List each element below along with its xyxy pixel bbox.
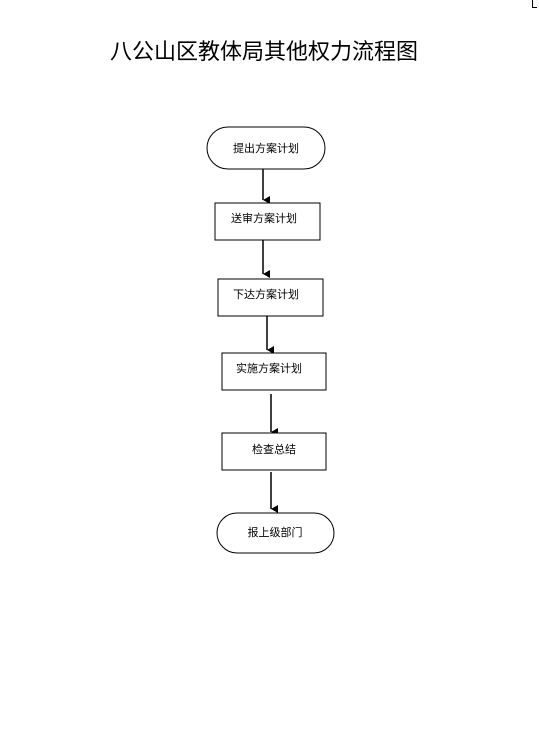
- flow-node-label: 检查总结: [252, 442, 296, 456]
- page-title: 八公山区教体局其他权力流程图: [110, 40, 419, 65]
- flow-node-label: 实施方案计划: [236, 361, 302, 375]
- flow-node-label: 下达方案计划: [233, 287, 299, 301]
- flow-node-process: 实施方案计划: [221, 352, 327, 391]
- flow-node-start: 提出方案计划: [206, 126, 326, 170]
- flow-node-label: 提出方案计划: [233, 141, 299, 155]
- flow-node-process: 检查总结: [221, 432, 327, 471]
- flow-node-process: 送审方案计划: [214, 202, 321, 241]
- flow-node-process: 下达方案计划: [217, 278, 324, 317]
- page-corner-mark: [532, 0, 537, 8]
- flow-node-label: 报上级部门: [248, 525, 303, 539]
- flow-node-end: 报上级部门: [216, 512, 335, 554]
- flow-node-label: 送审方案计划: [231, 211, 297, 225]
